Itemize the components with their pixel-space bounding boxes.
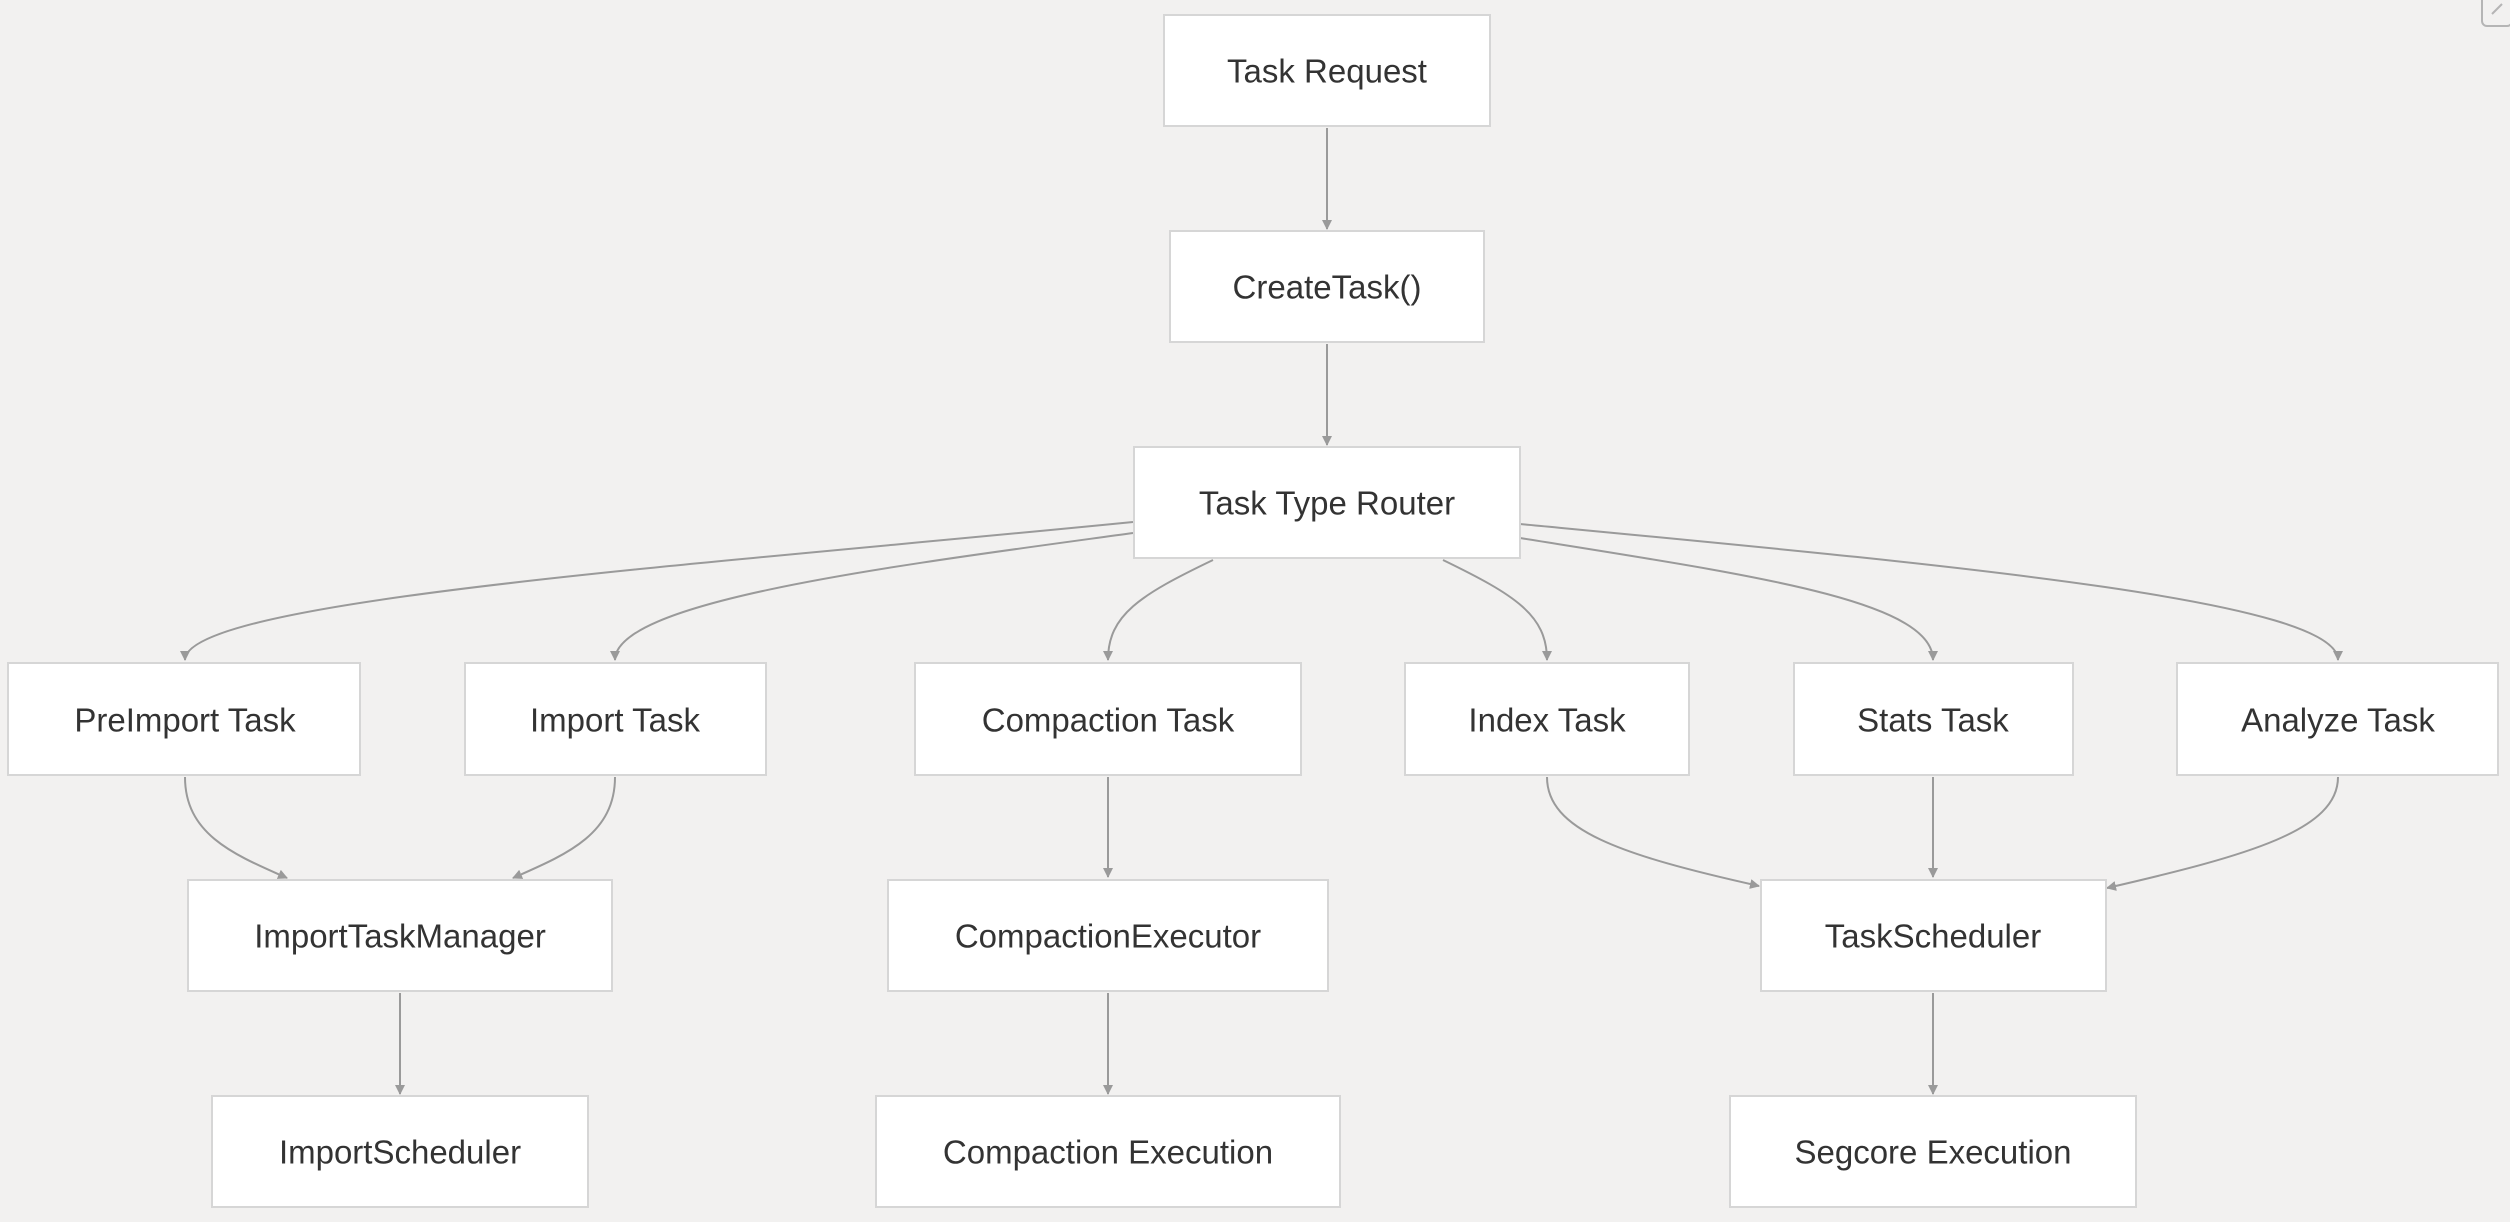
node-label: ImportScheduler [279,1134,521,1171]
edge-router-to-preimport-task [180,521,1134,661]
edge-router-to-import-task [610,532,1134,661]
node-import-task: Import Task [464,662,767,776]
node-index-task: Index Task [1404,662,1690,776]
nodes: Task Request CreateTask() Task Type Rout… [7,14,2499,1208]
node-task-type-router: Task Type Router [1133,446,1521,559]
node-create-task: CreateTask() [1169,230,1485,343]
node-segcore-execution: Segcore Execution [1729,1095,2137,1208]
node-compaction-task: Compaction Task [914,662,1302,776]
node-import-task-manager: ImportTaskManager [187,879,613,992]
node-label: Stats Task [1857,702,2009,739]
node-label: Index Task [1468,702,1626,739]
node-label: Compaction Task [982,702,1235,739]
edge-index-task-to-task-scheduler [1546,776,1760,889]
edge-preimport-to-import-task-manager [184,776,288,879]
edges [180,128,2343,1095]
node-label: Compaction Execution [943,1134,1273,1171]
node-label: PreImport Task [74,702,296,739]
expand-icon[interactable] [2474,0,2510,30]
node-import-scheduler: ImportScheduler [211,1095,589,1208]
node-label: TaskScheduler [1825,918,2041,955]
node-stats-task: Stats Task [1793,662,2074,776]
node-label: Segcore Execution [1794,1134,2071,1171]
node-task-request: Task Request [1163,14,1491,127]
edge-router-to-stats-task [1519,537,1938,661]
node-label: ImportTaskManager [254,918,546,955]
edge-import-task-to-import-task-manager [512,776,616,879]
node-label: Task Request [1227,53,1427,90]
node-preimport-task: PreImport Task [7,662,361,776]
node-task-scheduler: TaskScheduler [1760,879,2107,992]
node-label: CompactionExecutor [955,918,1261,955]
edge-router-to-index-task [1442,559,1552,661]
node-label: Task Type Router [1199,485,1455,522]
node-label: CreateTask() [1233,269,1422,306]
node-label: Analyze Task [2241,702,2435,739]
edge-router-to-compaction-task [1103,559,1214,661]
node-compaction-executor: CompactionExecutor [887,879,1329,992]
node-analyze-task: Analyze Task [2176,662,2499,776]
node-label: Import Task [530,702,700,739]
node-compaction-execution: Compaction Execution [875,1095,1341,1208]
edge-router-to-analyze-task [1519,523,2343,661]
edge-analyze-task-to-task-scheduler [2106,776,2339,891]
